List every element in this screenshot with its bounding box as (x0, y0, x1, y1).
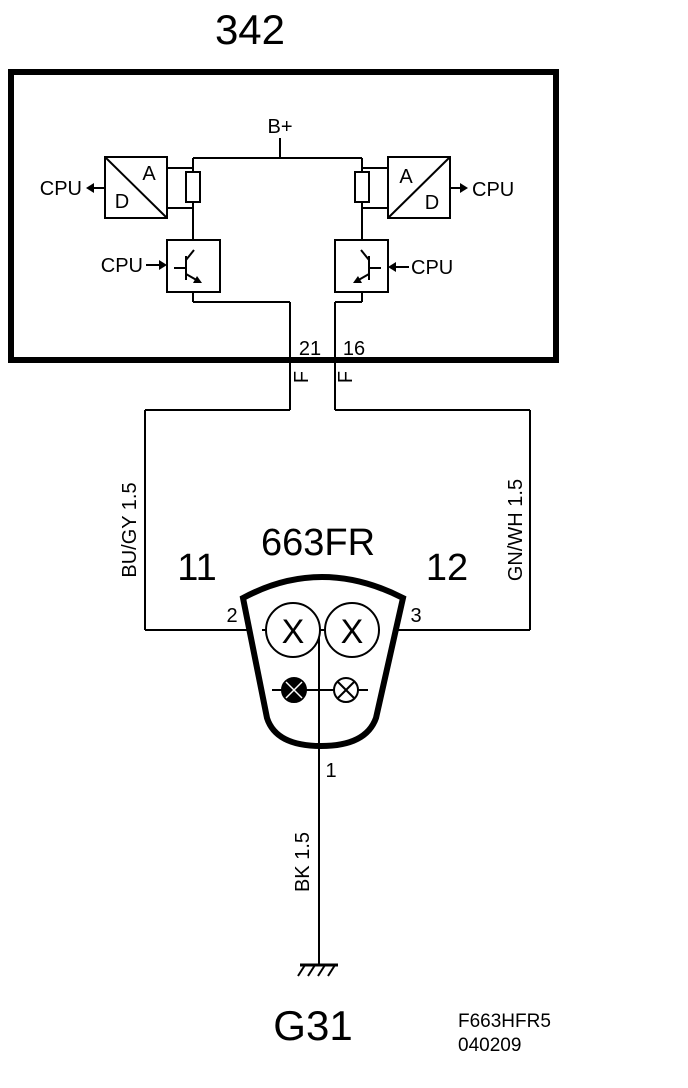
wire-label-right: GN/WH 1.5 (505, 479, 527, 581)
svg-text:X: X (282, 613, 305, 651)
drawing-date: 040209 (458, 1035, 521, 1056)
indicator-open (333, 677, 359, 703)
ground-id: G31 (273, 1002, 352, 1049)
svg-text:X: X (341, 613, 364, 651)
drawing-code: F663HFR5 (458, 1011, 551, 1032)
arrow-left-adc (86, 183, 105, 193)
module-box (8, 69, 559, 363)
bulb-right: X (324, 602, 380, 658)
lamp-terminal-12: 12 (426, 547, 468, 589)
svg-text:D: D (425, 192, 439, 214)
lamp-housing (239, 574, 407, 750)
module-pin-16: 16 (343, 338, 365, 360)
lamp-pin-2: 2 (226, 605, 237, 627)
transistor-left (166, 239, 221, 293)
wire-gn-wh (335, 409, 531, 631)
resistor-right (354, 171, 370, 203)
arrow-left-driver (146, 260, 167, 270)
wire-label-left: BU/GY 1.5 (119, 482, 141, 577)
resistor-left (185, 171, 201, 203)
module-id: 342 (215, 6, 285, 53)
lamp-terminal-11: 11 (177, 547, 216, 589)
arrow-right-adc (450, 183, 468, 193)
connector-f-left: F (291, 371, 313, 383)
module-pin-21: 21 (299, 338, 321, 360)
supply-rail (192, 138, 363, 172)
indicator-filled (281, 677, 307, 703)
lamp-pin-3: 3 (410, 605, 421, 627)
lamp-id: 663FR (261, 522, 375, 564)
cpu-label-left-driver: CPU (101, 255, 143, 277)
lamp-pin-1: 1 (325, 760, 336, 782)
transistor-right (334, 239, 389, 293)
bulb-left: X (265, 602, 321, 658)
wire-bu-gy (144, 409, 290, 631)
left-sense-wiring (167, 167, 194, 240)
cpu-label-right-driver: CPU (411, 257, 453, 279)
svg-text:A: A (142, 163, 156, 185)
arrow-right-driver (388, 262, 409, 272)
adc-left: A D (104, 156, 168, 219)
supply-label: B+ (267, 116, 292, 138)
cpu-label-right-adc: CPU (472, 179, 514, 201)
svg-text:D: D (115, 191, 129, 213)
right-sense-wiring (361, 167, 388, 240)
adc-right: A D (387, 156, 451, 219)
wire-label-ground: BK 1.5 (292, 832, 314, 892)
svg-text:A: A (399, 166, 413, 188)
cpu-label-left-adc: CPU (40, 178, 82, 200)
module-output-wiring (192, 292, 363, 410)
ground-symbol-icon (297, 963, 338, 977)
connector-f-right: F (335, 371, 357, 383)
